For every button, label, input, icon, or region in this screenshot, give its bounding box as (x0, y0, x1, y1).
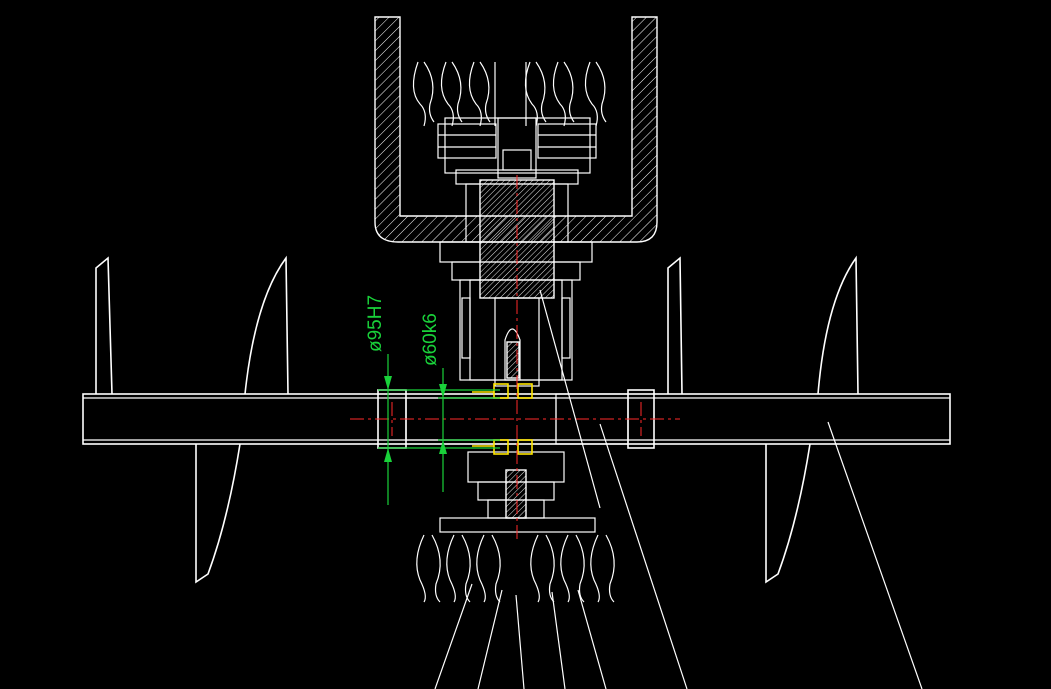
auger-blade-left-upper (95, 255, 289, 395)
centerlines (350, 175, 680, 540)
drive-key-slot (504, 328, 521, 381)
bearings (472, 383, 533, 455)
auger-blade-right-lower (765, 443, 811, 584)
leader-lines (434, 289, 923, 689)
upper-tines (412, 61, 607, 127)
drive-key-hatch (506, 341, 520, 379)
dimension-diameter-95: ø95H7 (365, 295, 500, 505)
upper-frame-hatched (374, 16, 658, 243)
auger-blade-left-lower (195, 443, 241, 584)
lower-tines (416, 534, 615, 603)
auger-blade-right-upper (667, 255, 859, 395)
dimension-label-95H7: ø95H7 (365, 295, 386, 352)
dimension-diameter-60: ø60k6 (420, 313, 500, 492)
dimension-label-60k6: ø60k6 (420, 313, 441, 366)
